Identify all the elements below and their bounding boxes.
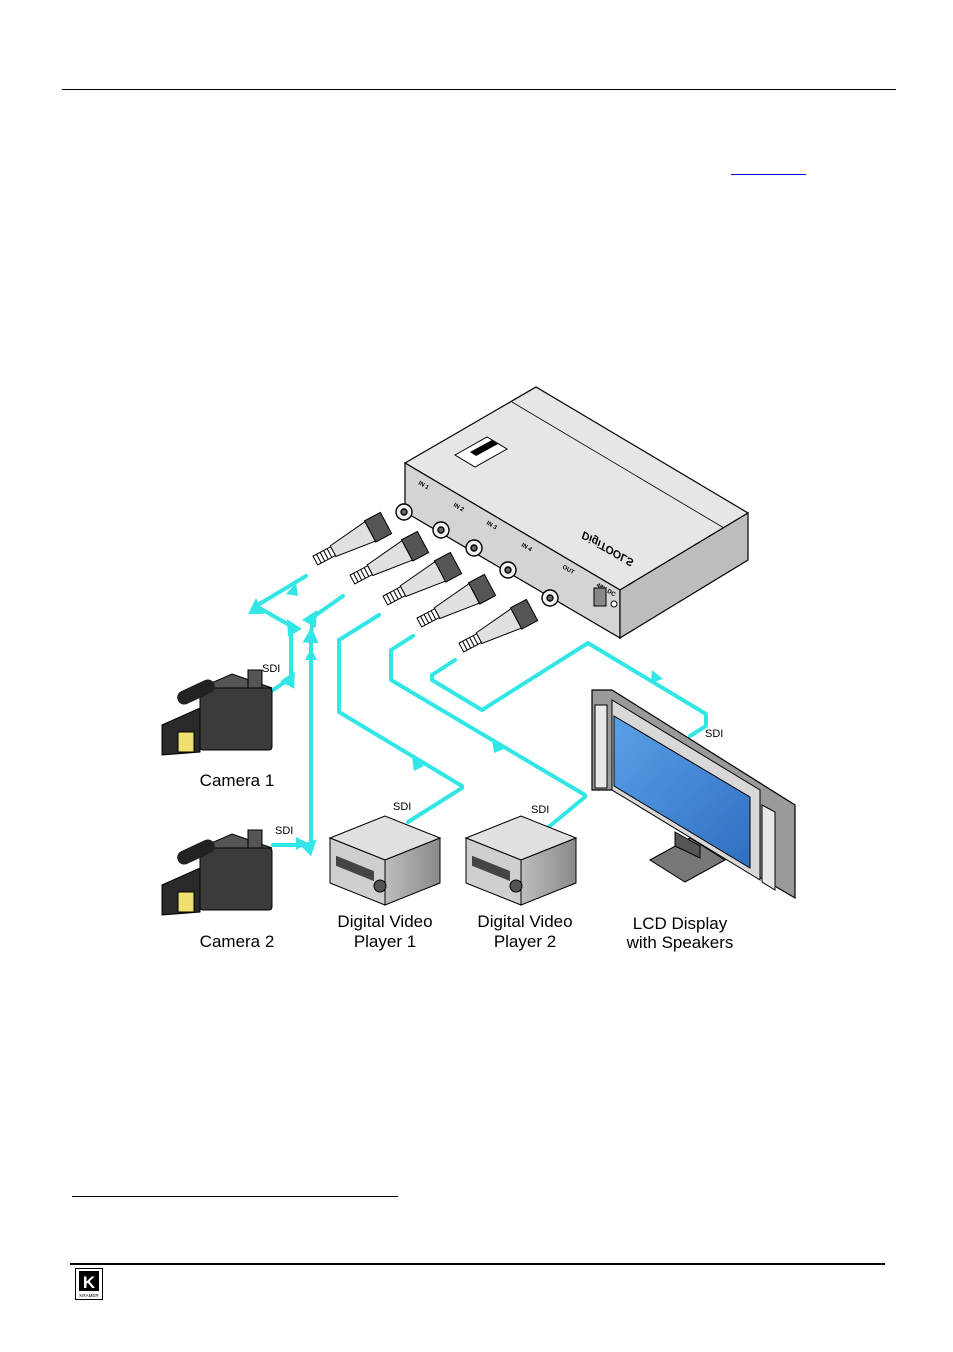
cable-out-display (432, 643, 706, 736)
bnc-connector-out (456, 599, 538, 658)
player-2-label-line2: Player 2 (494, 932, 556, 951)
player-1-label-line2: Player 1 (354, 932, 416, 951)
footnote-rule (72, 1196, 398, 1197)
camera-1-label: Camera 1 (200, 771, 275, 790)
sdi-label-camera1: SDI (262, 663, 280, 675)
camera-2-label: Camera 2 (200, 932, 275, 951)
display-label-line2: with Speakers (626, 933, 734, 952)
camera-2 (162, 830, 272, 915)
lcd-display (592, 690, 795, 898)
player-1-label-line1: Digital Video (337, 912, 432, 931)
digital-video-player-1 (330, 816, 440, 905)
digital-video-player-2 (466, 816, 576, 905)
power-jack (594, 588, 606, 606)
cable-camera2-in2 (273, 596, 343, 845)
sdi-label-player2: SDI (531, 804, 549, 816)
power-led (611, 601, 617, 607)
display-label-line1: LCD Display (633, 914, 728, 933)
kramer-logo-letter: K (83, 1273, 96, 1292)
player-2-label-line1: Digital Video (477, 912, 572, 931)
camera-1 (162, 670, 272, 755)
sdi-label-display: SDI (705, 728, 723, 740)
sdi-label-camera2: SDI (275, 825, 293, 837)
kramer-logo: K KRAMER (75, 1268, 103, 1300)
footer-rule (70, 1263, 885, 1265)
sdi-label-player1: SDI (393, 801, 411, 813)
kramer-logo-text: KRAMER (79, 1293, 99, 1298)
